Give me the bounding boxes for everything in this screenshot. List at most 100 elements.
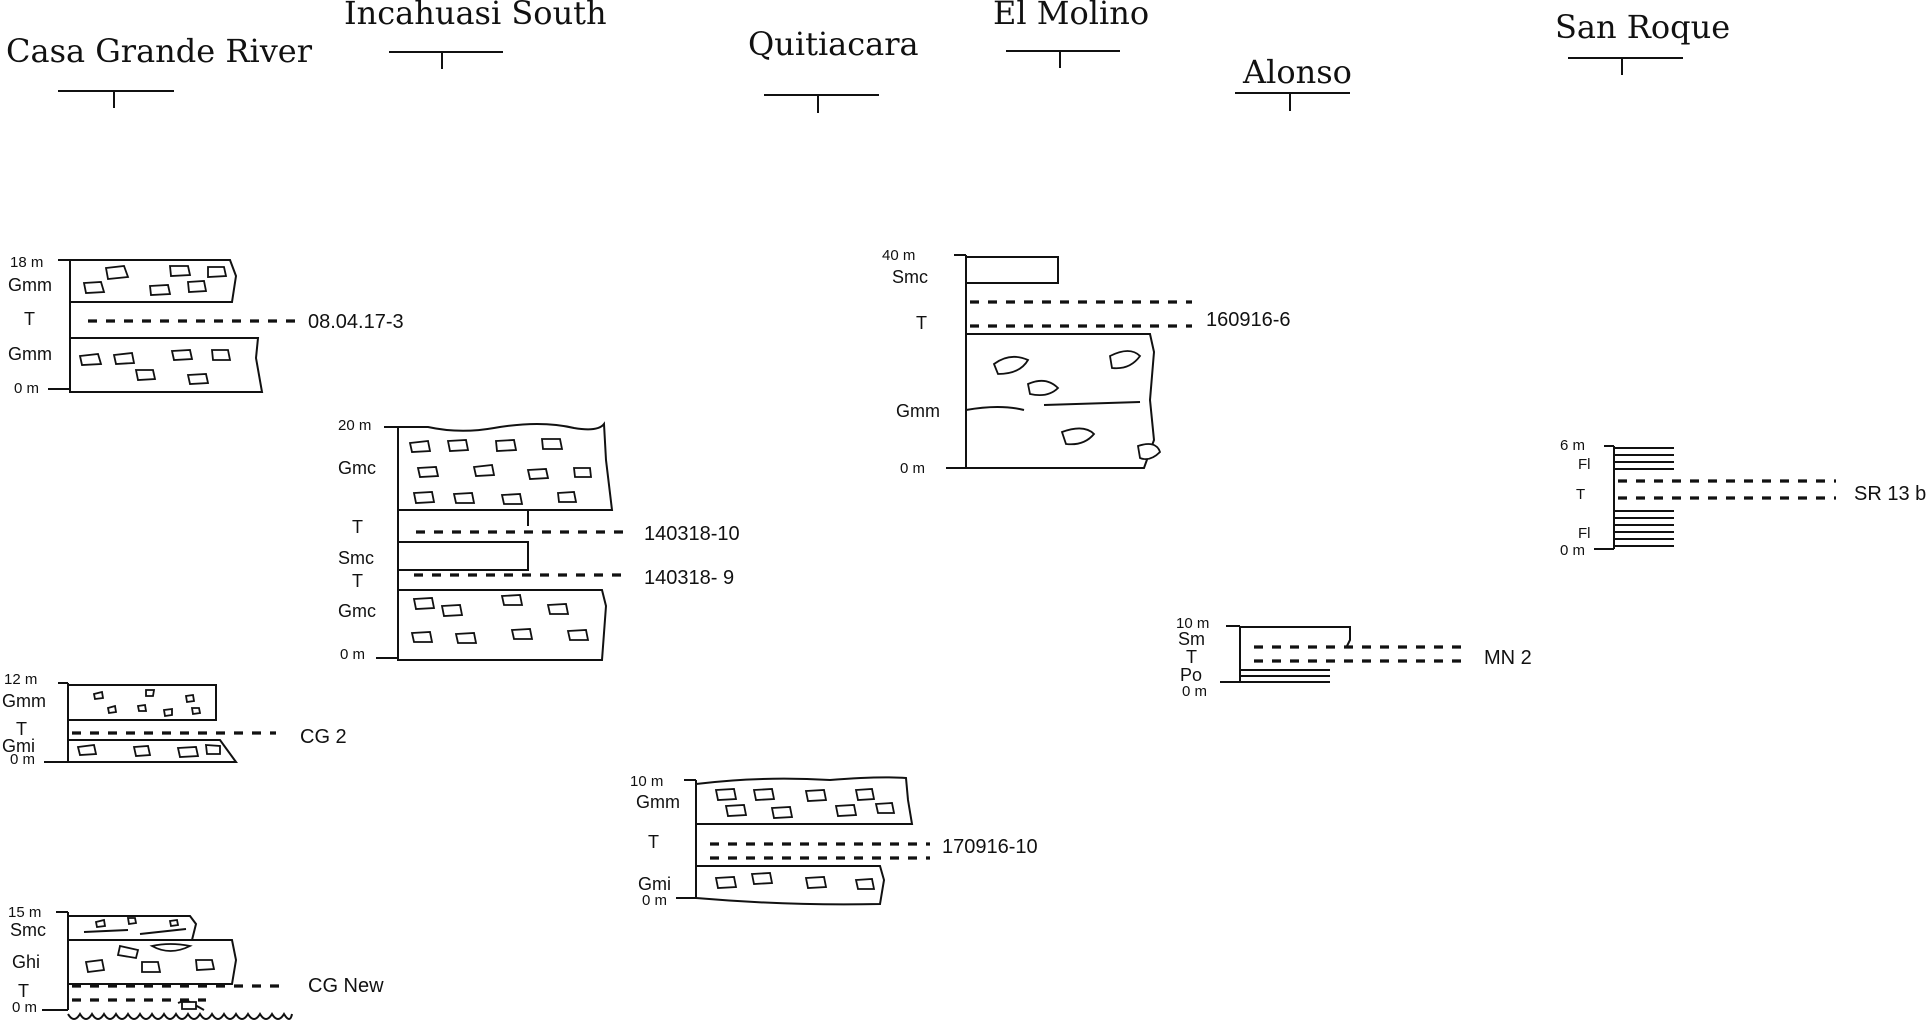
- depth-base-label: 0 m: [14, 380, 39, 397]
- facies-label: Gmi: [2, 736, 35, 756]
- clast: [1136, 443, 1162, 461]
- depth-base-label: 0 m: [340, 646, 365, 663]
- clast: [408, 440, 432, 453]
- clast: [546, 603, 570, 615]
- log-el-molino: 40 m 0 m Smc T Gmm 160916-6: [882, 247, 1291, 477]
- clast: [541, 438, 564, 450]
- facies-label: Fl: [1578, 456, 1591, 473]
- sample-label: MN 2: [1484, 647, 1532, 669]
- clast: [176, 746, 200, 758]
- log-casa-grande-12m: 12 m 0 m Gmm T Gmi CG 2: [2, 671, 347, 768]
- clast: [162, 707, 173, 718]
- depth-base-label: 0 m: [900, 460, 925, 477]
- clast: [187, 280, 208, 293]
- facies-label: T: [352, 517, 363, 537]
- clast: [84, 959, 106, 973]
- depth-top-label: 12 m: [4, 671, 37, 688]
- facies-label: T: [18, 981, 29, 1001]
- depth-base-label: 0 m: [642, 892, 667, 909]
- clast: [557, 491, 578, 503]
- clast: [446, 439, 470, 452]
- clast: [854, 788, 876, 801]
- depth-top-label: 15 m: [8, 904, 41, 921]
- sample-label: SR 13 b: [1854, 483, 1926, 505]
- clast: [145, 689, 156, 697]
- basal-unconformity: [67, 1012, 293, 1020]
- clast: [136, 703, 148, 712]
- facies-label: Fl: [1578, 525, 1591, 542]
- depth-top-label: 18 m: [10, 254, 43, 271]
- clast: [104, 265, 130, 280]
- facies-label: Gmi: [638, 874, 671, 894]
- clast: [204, 744, 221, 755]
- clast: [874, 802, 896, 814]
- facies-label: T: [916, 313, 927, 333]
- log-casa-grande-18m: 18 m 0 m Gmm T Gmm 08.04.17-3: [8, 254, 404, 397]
- log-san-roque: 6 m 0 m Fl T Fl SR 13 b: [1560, 437, 1926, 559]
- clast: [410, 631, 434, 643]
- clast: [1026, 379, 1060, 397]
- bed-contact: [965, 406, 1025, 411]
- section-title-quitiacara: Quitiacara: [748, 25, 919, 63]
- clast: [112, 352, 136, 365]
- sample-label: CG New: [308, 975, 384, 997]
- clast: [412, 597, 436, 610]
- section-title-el-molino: El Molino: [993, 0, 1149, 32]
- clast: [992, 355, 1030, 375]
- clast: [714, 876, 738, 889]
- clast: [195, 959, 216, 971]
- clast: [132, 745, 152, 757]
- facies-label: Sm: [1178, 629, 1205, 649]
- facies-label: Gmm: [8, 275, 52, 295]
- section-title-incahuasi-south: Incahuasi South: [344, 0, 607, 32]
- facies-label: T: [1576, 486, 1585, 503]
- clast: [1109, 350, 1142, 370]
- clast: [186, 373, 210, 385]
- clast: [78, 353, 103, 366]
- sand-bed: [965, 256, 1059, 284]
- clast: [526, 468, 550, 480]
- clast: [440, 604, 464, 617]
- sand-bed: [397, 541, 529, 571]
- clast: [572, 467, 593, 478]
- gravel-bed: [67, 684, 217, 721]
- clast: [472, 464, 496, 477]
- clast: [834, 804, 858, 817]
- sample-label: 08.04.17-3: [308, 311, 404, 333]
- clast: [190, 707, 202, 716]
- clast: [454, 632, 478, 644]
- cross-lamination: [139, 928, 187, 935]
- depth-top-label: 40 m: [882, 247, 915, 264]
- clast: [1060, 427, 1096, 446]
- depth-base-label: 0 m: [12, 999, 37, 1016]
- clast: [500, 594, 524, 606]
- log-alonso: 10 m 0 m Sm T Po MN 2: [1176, 615, 1532, 700]
- depth-top-label: 10 m: [1176, 615, 1209, 632]
- bed-edge: [177, 998, 205, 1011]
- clast: [750, 872, 774, 885]
- clast: [724, 804, 748, 817]
- clast: [82, 281, 106, 294]
- sand-bed: [1240, 626, 1351, 649]
- facies-label: Gmc: [338, 458, 376, 478]
- clast: [207, 266, 228, 278]
- cross-lamination: [83, 929, 129, 933]
- facies-label: Ghi: [12, 952, 40, 972]
- clast: [149, 943, 193, 952]
- facies-label: Gmc: [338, 601, 376, 621]
- sample-label: 170916-10: [942, 836, 1038, 858]
- clast: [452, 492, 476, 504]
- clast: [184, 693, 196, 704]
- clast: [416, 466, 440, 478]
- clast: [500, 493, 524, 505]
- sample-label: 140318- 9: [644, 567, 734, 589]
- sample-label: 140318-10: [644, 523, 740, 545]
- clast: [714, 788, 738, 801]
- clast: [412, 491, 436, 504]
- facies-label: T: [1186, 647, 1197, 667]
- clast: [168, 918, 180, 928]
- clast: [854, 878, 876, 890]
- facies-label: Smc: [10, 920, 46, 940]
- clast: [170, 349, 194, 361]
- facies-label: Smc: [892, 267, 928, 287]
